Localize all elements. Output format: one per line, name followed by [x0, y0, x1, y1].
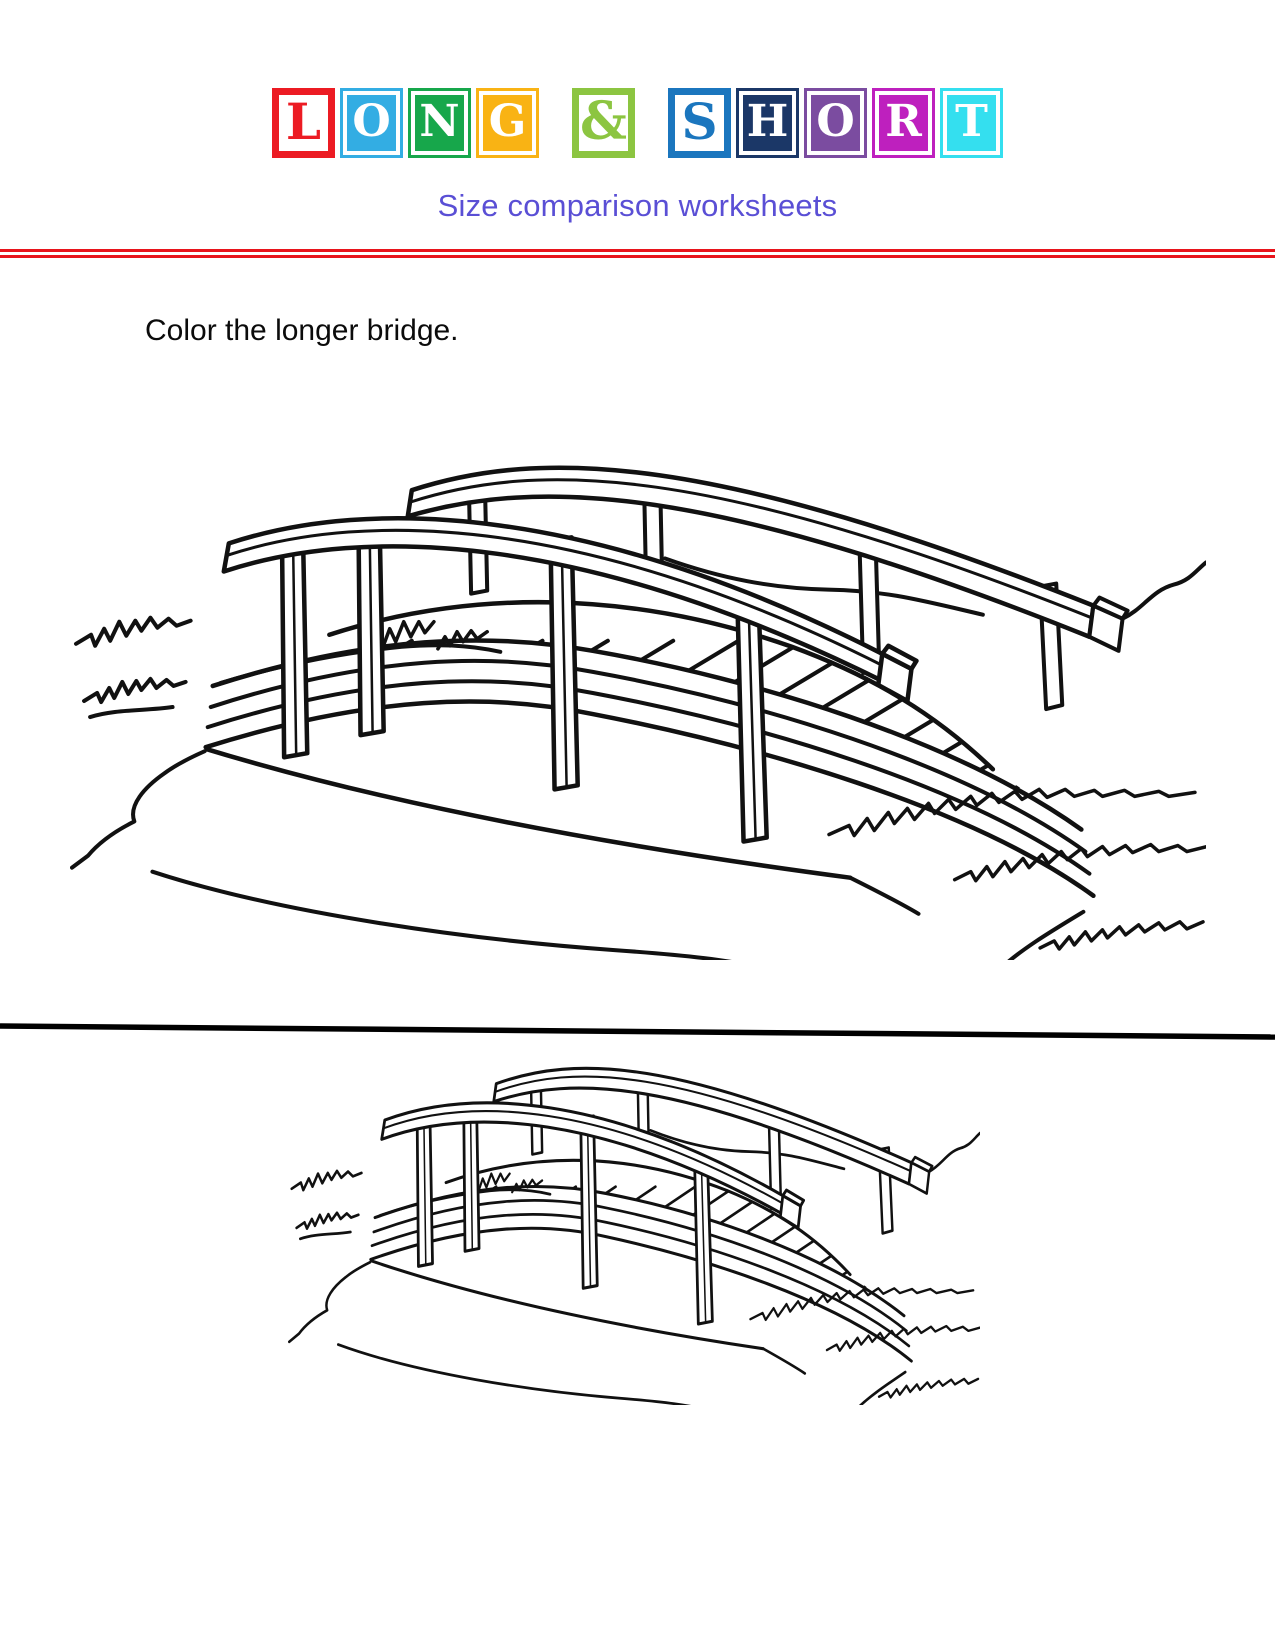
title-block-fill: O [811, 95, 860, 151]
title-block-O: O [340, 88, 403, 158]
title-letter: & [580, 91, 627, 152]
section-divider [0, 1023, 1275, 1040]
title-letter: H [746, 96, 789, 147]
short-bridge-drawing [288, 1048, 980, 1405]
title-block-N: N [408, 88, 471, 158]
title-letter: S [681, 92, 718, 151]
title-block-O: O [804, 88, 867, 158]
title-block-fill: N [415, 95, 464, 151]
title-block-amp: & [572, 88, 635, 158]
instruction-text: Color the longer bridge. [145, 314, 459, 347]
title-block-fill: H [743, 95, 792, 151]
title-letter: G [488, 96, 527, 147]
title-letter: N [419, 96, 460, 147]
long-bridge-drawing [70, 438, 1206, 960]
title-block-R: R [872, 88, 935, 158]
title-letter: T [955, 96, 988, 147]
title-block-T: T [940, 88, 1003, 158]
header-rule [0, 249, 1275, 258]
short-bridge-figure[interactable] [288, 1048, 980, 1405]
title-letter: L [285, 92, 322, 151]
title-block-L: L [272, 88, 335, 158]
title-block-fill: T [947, 95, 996, 151]
title-letter: R [885, 96, 922, 147]
title-block-S: S [668, 88, 731, 158]
long-bridge-figure[interactable] [70, 438, 1206, 960]
title-letter: O [352, 96, 391, 147]
title-block-fill: R [879, 95, 928, 151]
title-block-fill: G [483, 95, 532, 151]
title-letter: O [816, 96, 855, 147]
title-block-fill: O [347, 95, 396, 151]
title-block-G: G [476, 88, 539, 158]
page-subtitle: Size comparison worksheets [437, 188, 838, 223]
title-block-H: H [736, 88, 799, 158]
